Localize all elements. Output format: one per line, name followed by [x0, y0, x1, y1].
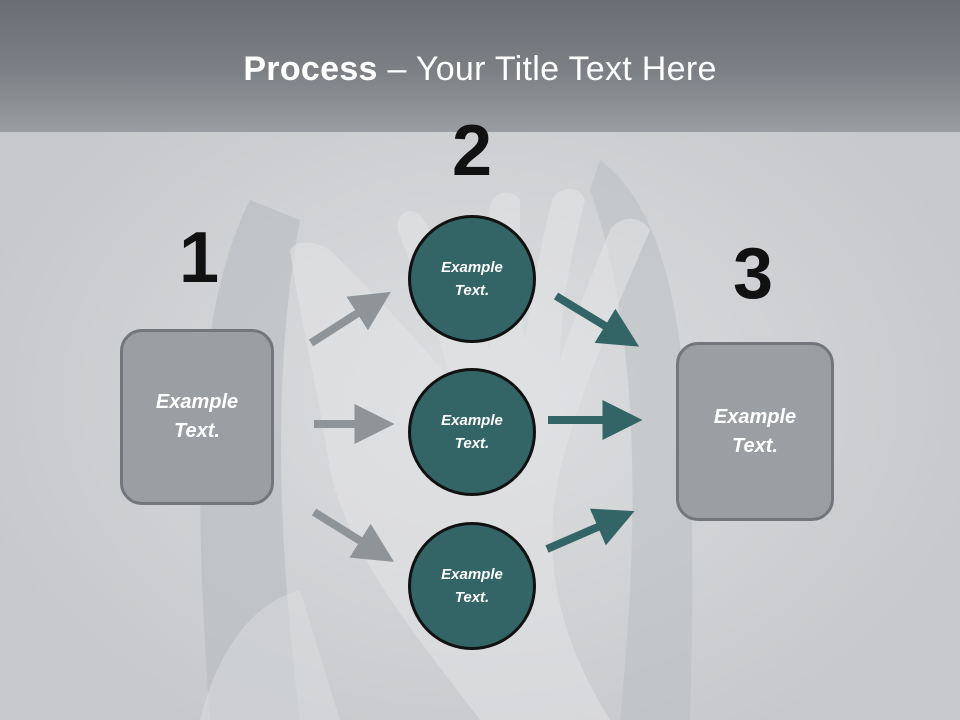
step-2-circle-middle: Example Text.: [408, 368, 536, 496]
circle-bottom-text: Example Text.: [441, 566, 503, 606]
arrow-teal-up: [545, 508, 635, 553]
arrow-teal-down: [553, 292, 640, 347]
step-number-1: 1: [178, 218, 220, 298]
step-number-3: 3: [732, 234, 774, 314]
step-3-box: Example Text.: [676, 342, 834, 521]
arrow-gray-up: [308, 291, 391, 347]
title-rest: – Your Title Text Here: [377, 50, 717, 88]
slide-title: Process – Your Title Text Here: [0, 50, 960, 89]
step-2-circle-bottom: Example Text.: [408, 522, 536, 650]
step-1-box: Example Text.: [120, 329, 274, 505]
step-2-circle-top: Example Text.: [408, 215, 536, 343]
circle-top-text: Example Text.: [441, 259, 503, 299]
step-number-2: 2: [451, 111, 493, 191]
circle-middle-text: Example Text.: [441, 412, 503, 452]
step-3-text: Example Text.: [713, 405, 797, 457]
arrow-gray-down: [311, 508, 395, 562]
title-band: [0, 0, 960, 132]
title-bold: Process: [243, 50, 378, 88]
step-1-text: Example Text.: [155, 391, 239, 442]
